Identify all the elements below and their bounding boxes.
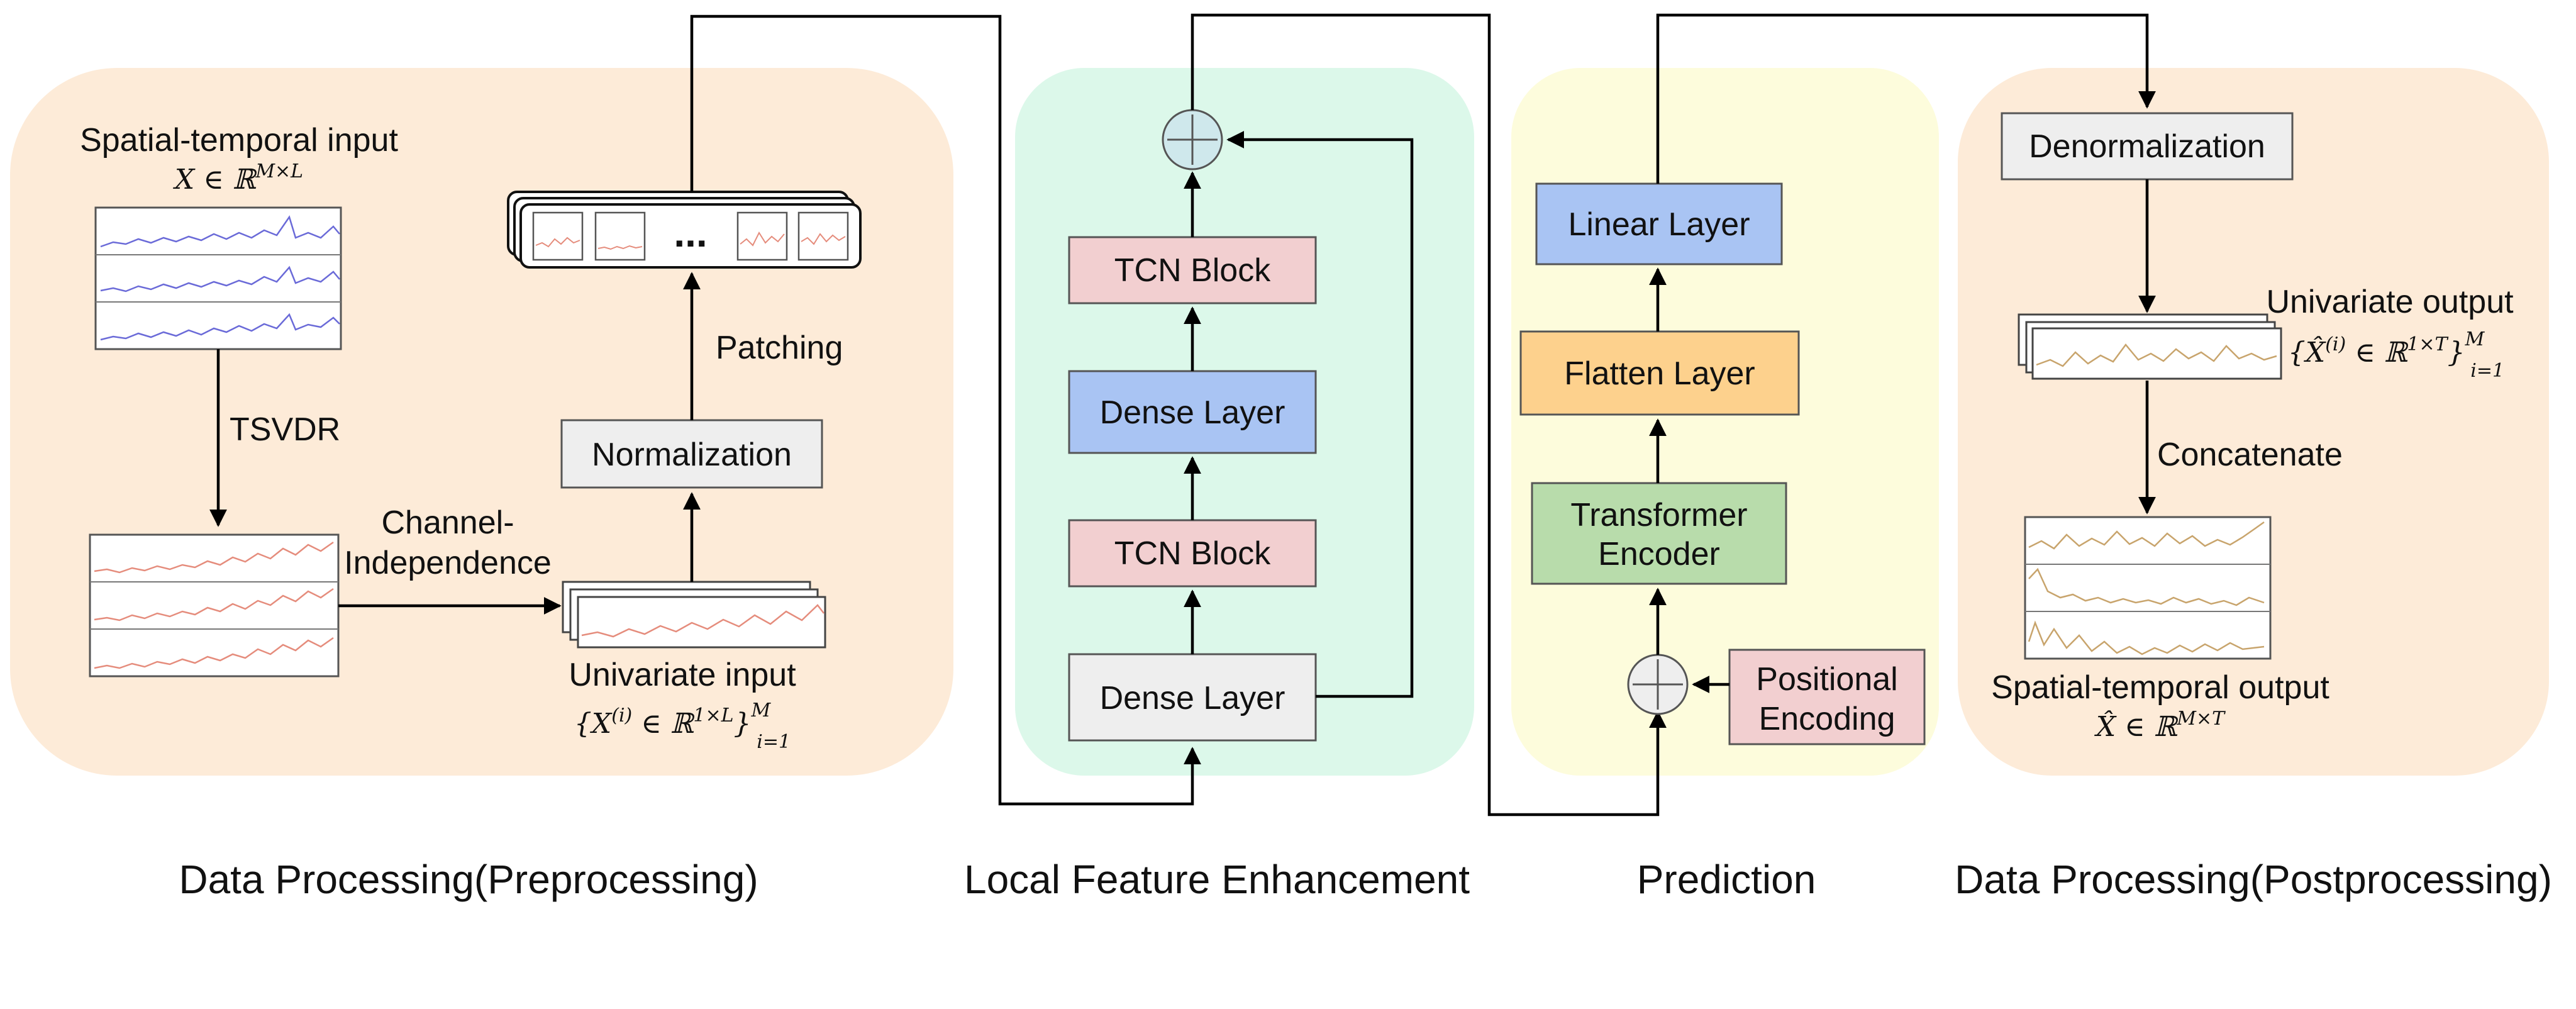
input-series-3 [100,313,340,341]
prediction-to-postprocessing-connector [1656,13,2156,184]
concatenate-label: Concatenate [2157,437,2343,473]
positional-encoding-box [1728,649,1926,745]
transformer-encoder-box [1531,482,1787,585]
transformer-encoder-label-1: Transformer [1570,497,1747,533]
flatten-layer-label: Flatten Layer [1564,355,1755,392]
prediction-caption: Prediction [1637,857,1816,902]
reduced-series-2 [94,588,334,622]
postprocessing-caption: Data Processing(Postprocessing) [1955,857,2552,902]
tcn-block-upper-box [1068,236,1317,304]
channel-independence-label-1: Channel- [381,505,514,541]
output-series-1 [2028,521,2265,550]
tcn-block-lower-box [1068,519,1317,588]
flatten-layer-box [1519,330,1800,416]
patch-ellipsis: ... [674,210,707,255]
dense-layer-middle-box [1068,370,1317,454]
patch-4 [797,211,849,261]
denormalization-label: Denormalization [2029,128,2265,165]
input-series-1 [100,215,340,248]
patching-label: Patching [716,330,843,366]
patch-3 [736,211,788,261]
output-series-plot [2024,516,2272,660]
univariate-output-stack [2018,313,2282,380]
normalization-label: Normalization [592,437,792,473]
patch-stack: ... [507,191,862,269]
dense-layer-bottom-label: Dense Layer [1100,680,1285,716]
patch-1 [532,211,584,261]
tcn-block-lower-label: TCN Block [1114,535,1271,572]
tsvdr-label: TSVDR [230,411,340,448]
input-series-2 [100,265,340,293]
univariate-output-label: Univariate output [2266,284,2514,320]
positional-encoding-label-2: Encoding [1759,701,1896,737]
reduced-series-3 [94,637,334,669]
local-to-prediction-connector [1191,13,1667,817]
spatial-temporal-input-math: X ∈ ℝM×L [173,160,303,196]
reduced-series-1 [94,541,334,574]
reduced-series-plot [89,533,340,677]
univariate-input-stack [562,581,826,649]
spatial-temporal-input-label: Spatial-temporal input [80,122,398,159]
dense-layer-bottom-box [1068,653,1317,742]
spatial-temporal-output-label: Spatial-temporal output [1991,669,2329,706]
linear-layer-box [1535,182,1783,265]
residual-skip-connection [1226,131,1414,698]
dense-layer-middle-label: Dense Layer [1100,394,1285,431]
input-series-plot [94,206,342,350]
preprocessing-caption: Data Processing(Preprocessing) [179,857,758,902]
positional-encoding-label-1: Positional [1756,661,1897,698]
univariate-input-series [581,604,824,638]
channel-independence-label-2: Independence [344,545,552,581]
patch-2 [594,211,646,261]
output-series-3 [2028,620,2265,655]
positional-add-node [1627,654,1689,715]
transformer-encoder-label-2: Encoder [1598,536,1720,572]
residual-add-node [1162,109,1223,170]
output-series-2 [2028,567,2265,606]
tcn-block-upper-label: TCN Block [1114,252,1271,289]
local-feature-caption: Local Feature Enhancement [964,857,1470,902]
univariate-output-series [2036,343,2277,367]
linear-layer-label: Linear Layer [1568,206,1750,243]
univariate-input-label: Univariate input [569,657,796,693]
patches-to-dense-connector [690,14,1201,806]
spatial-temporal-output-math: X̂ ∈ ℝM×T [2094,708,2226,743]
